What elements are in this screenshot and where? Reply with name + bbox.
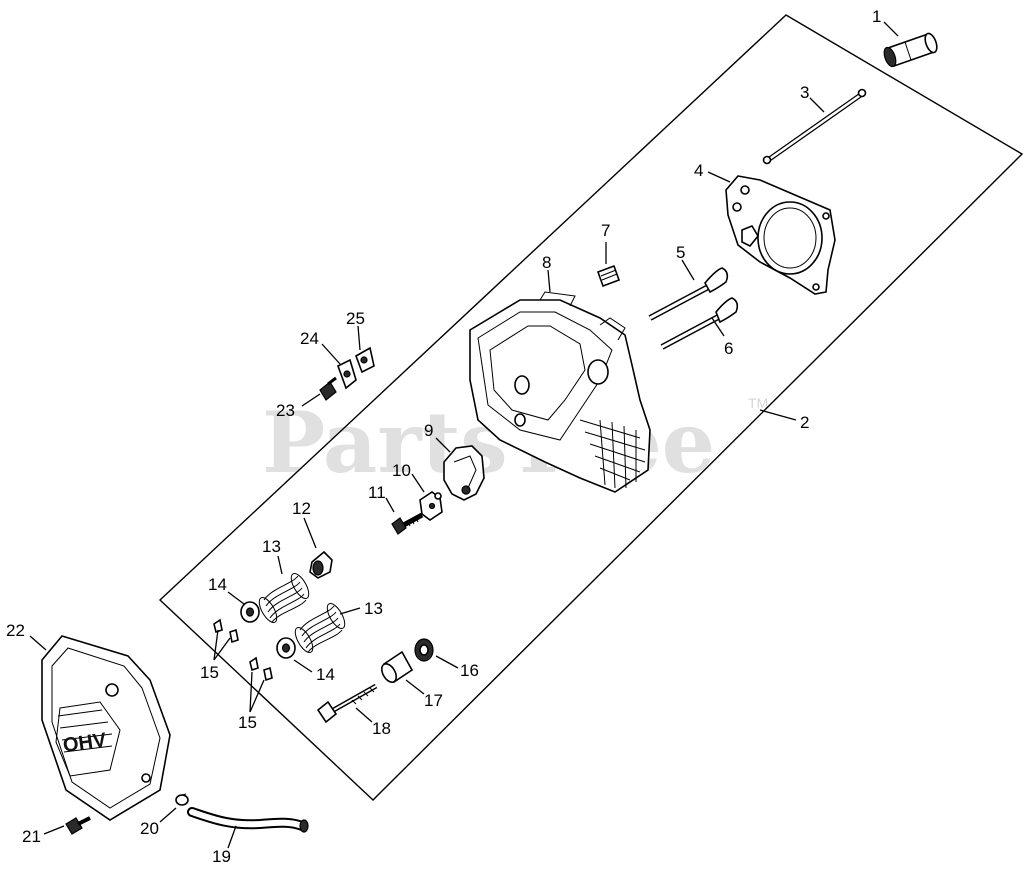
label-9: 9 <box>424 421 433 440</box>
label-19: 19 <box>212 847 231 866</box>
part-4-head-gasket[interactable] <box>725 175 836 295</box>
part-16-nut[interactable] <box>414 638 434 662</box>
part-25-bracket[interactable] <box>355 346 375 374</box>
part-15-valve-keepers-lower[interactable] <box>249 656 273 682</box>
part-18-head-bolt[interactable] <box>316 683 378 724</box>
part-19-breather-hose[interactable] <box>187 807 309 833</box>
label-15-upper: 15 <box>200 663 219 682</box>
label-6: 6 <box>724 339 733 358</box>
label-8: 8 <box>542 253 551 272</box>
label-21: 21 <box>22 827 41 846</box>
label-14-upper: 14 <box>208 575 227 594</box>
label-11: 11 <box>368 483 386 502</box>
part-5-valve[interactable] <box>648 267 729 321</box>
label-7: 7 <box>601 221 610 240</box>
part-23-screw[interactable] <box>319 376 337 401</box>
label-23: 23 <box>276 401 295 420</box>
part-11-rocker-stud[interactable] <box>391 512 424 535</box>
label-17: 17 <box>424 691 443 710</box>
part-13-valve-spring-lower[interactable] <box>292 601 348 655</box>
label-25: 25 <box>346 309 365 328</box>
label-5: 5 <box>676 243 685 262</box>
part-3-push-rod[interactable] <box>762 88 867 165</box>
label-24: 24 <box>300 329 319 348</box>
label-22: 22 <box>6 621 25 640</box>
label-15-lower: 15 <box>238 713 257 732</box>
part-9-rocker-arm[interactable] <box>443 445 485 501</box>
part-20-hose-clamp[interactable] <box>175 793 189 806</box>
part-14-spring-washer-lower[interactable] <box>276 637 296 659</box>
label-12: 12 <box>292 499 311 518</box>
part-17-spacer[interactable] <box>379 650 414 685</box>
label-3: 3 <box>800 83 809 102</box>
part-15-valve-keepers-upper[interactable] <box>213 618 239 644</box>
label-1: 1 <box>872 7 881 26</box>
part-7-valve-stem-seal[interactable] <box>596 264 621 288</box>
label-13-upper: 13 <box>262 537 281 556</box>
part-24-bracket[interactable] <box>337 358 357 390</box>
part-14-spring-washer-upper[interactable] <box>240 601 260 623</box>
part-8-cylinder-head[interactable] <box>469 291 651 493</box>
label-10: 10 <box>392 461 411 480</box>
part-12-spring-cap[interactable] <box>309 550 333 579</box>
assembly-boundary <box>158 14 1024 801</box>
part-21-screw[interactable] <box>65 816 91 835</box>
part-13-valve-spring-upper[interactable] <box>256 571 312 625</box>
part-10-rocker-pivot[interactable] <box>419 491 443 521</box>
watermark-tm: TM <box>748 395 768 411</box>
label-4: 4 <box>694 161 703 180</box>
part-6-valve[interactable] <box>660 297 739 350</box>
label-14-lower: 14 <box>316 665 335 684</box>
label-20: 20 <box>140 819 159 838</box>
leader-lines <box>29 21 899 849</box>
callout-labels: 1 3 4 7 5 6 8 2 9 10 11 12 13 13 14 14 1… <box>6 7 881 866</box>
label-13-lower: 13 <box>364 599 383 618</box>
label-2: 2 <box>800 413 809 432</box>
label-18: 18 <box>372 719 391 738</box>
part-22-valve-cover[interactable]: OHV <box>41 635 171 821</box>
label-16: 16 <box>460 661 479 680</box>
part-1-lifter[interactable] <box>882 32 939 68</box>
